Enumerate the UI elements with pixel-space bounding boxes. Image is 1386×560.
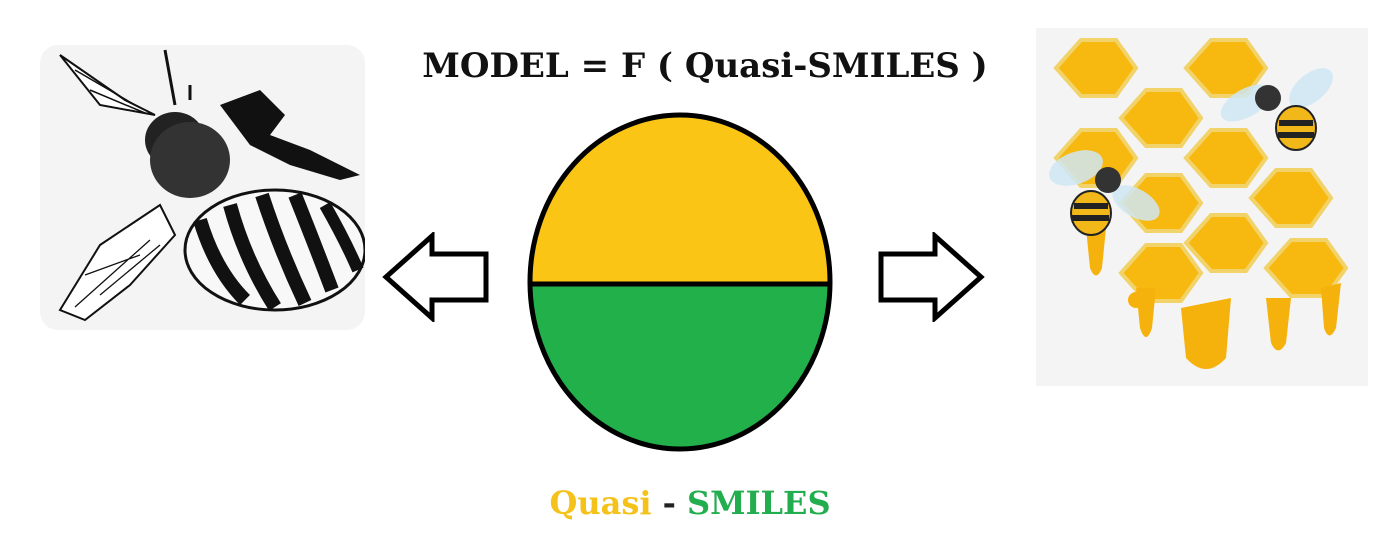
caption-smiles: SMILES xyxy=(687,484,831,522)
honeycomb-bees-icon xyxy=(1036,28,1368,386)
model-formula-title: MODEL = F ( Quasi-SMILES ) xyxy=(422,46,988,86)
quasi-smiles-caption: Quasi - SMILES xyxy=(450,484,930,522)
quasi-smiles-ellipse xyxy=(527,112,833,452)
bottom-half xyxy=(530,284,830,449)
arrow-right-icon xyxy=(878,232,985,322)
caption-quasi: Quasi xyxy=(549,484,652,522)
bee-sketch-icon xyxy=(40,45,365,330)
top-half xyxy=(530,115,830,284)
caption-separator: - xyxy=(662,484,676,522)
arrow-left-icon xyxy=(382,232,489,322)
